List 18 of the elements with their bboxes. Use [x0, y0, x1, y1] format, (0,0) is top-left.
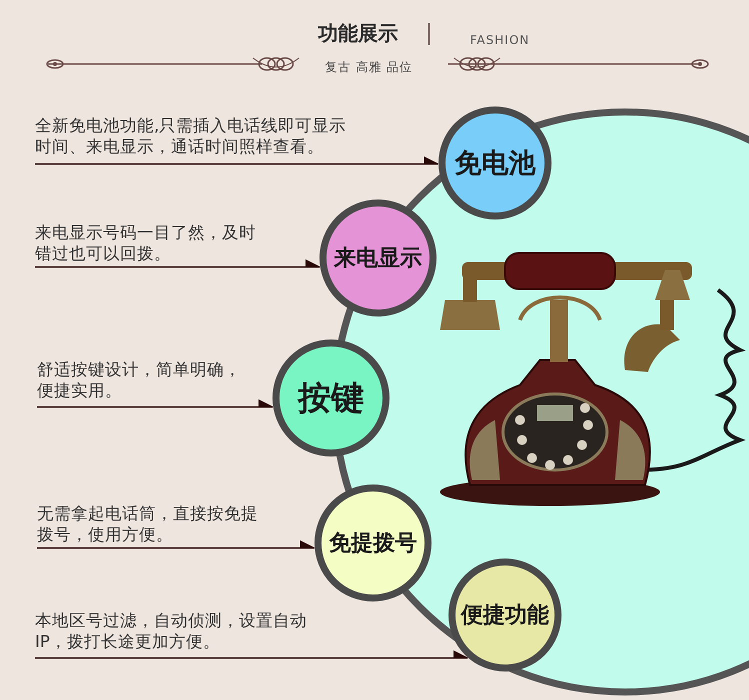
- leader-arrow: [35, 260, 320, 268]
- fashion-label: FASHION: [470, 33, 530, 47]
- feature-circle: 免电池: [438, 106, 552, 220]
- leader-arrow: [37, 400, 274, 408]
- feature-description: 来电显示号码一目了然，及时错过也可以回拨。: [35, 222, 259, 267]
- leader-arrow: [35, 650, 468, 659]
- leader-arrow: [37, 540, 315, 549]
- feature-circle: 免提拨号: [314, 484, 432, 602]
- leader-arrow: [35, 156, 438, 165]
- feature-description: 本地区号过滤，自动侦测，设置自动IP，拨打长途更加方便。: [35, 610, 335, 658]
- feature-description: 舒适按键设计，简单明确，便捷实用。: [37, 359, 245, 407]
- feature-circle: 按键: [272, 339, 390, 457]
- feature-description: 无需拿起电话筒，直接按免提拨号，使用方便。: [37, 503, 261, 548]
- feature-circle: 便捷功能: [448, 558, 562, 672]
- feature-description: 全新免电池功能,只需插入电话线即可显示时间、来电显示，通话时间照样查看。: [35, 115, 347, 164]
- title: 功能展示: [318, 20, 398, 47]
- feature-circle: 来电显示: [319, 199, 437, 317]
- subtitle: 复古 高雅 品位: [325, 59, 413, 76]
